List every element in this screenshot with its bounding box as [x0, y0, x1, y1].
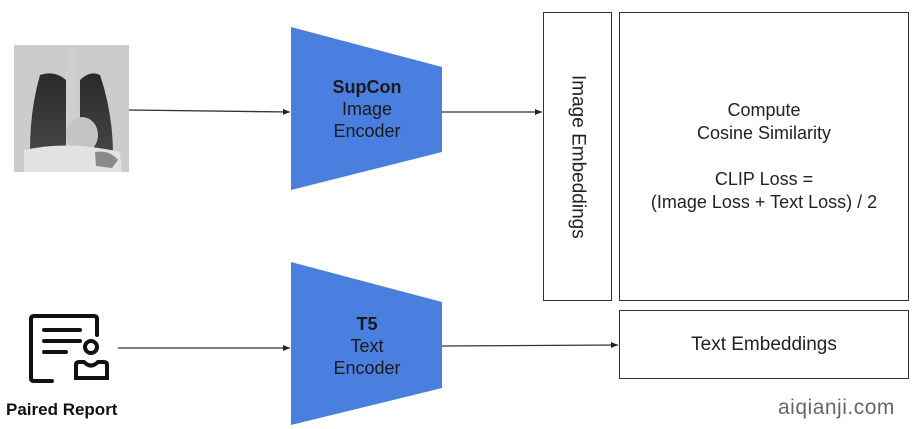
- image-encoder-shape: [291, 27, 442, 190]
- clip-loss-line2: Cosine Similarity: [696, 123, 832, 143]
- edge-text-encoder-to-text-embeddings: [441, 342, 619, 349]
- clip-loss-line3: CLIP Loss =: [714, 169, 814, 189]
- image-encoder-name: SupCon: [332, 77, 402, 97]
- text-embeddings-box: Text Embeddings: [619, 310, 909, 379]
- text-embeddings-label: Text Embeddings: [691, 333, 837, 355]
- clip-loss-line1: Compute: [727, 100, 801, 120]
- clip-loss-box: Compute Cosine Similarity CLIP Loss = (I…: [619, 12, 909, 301]
- text-encoder-line2: Encoder: [333, 358, 401, 378]
- watermark: aiqianji.com: [778, 396, 895, 419]
- text-encoder-line1: Text: [350, 336, 384, 356]
- document-person-icon: [29, 314, 109, 383]
- image-embeddings-label: Image Embeddings: [567, 74, 589, 239]
- clip-loss-line4: (Image Loss + Text Loss) / 2: [650, 192, 878, 212]
- left-lung: [30, 73, 66, 150]
- image-embeddings-box: Image Embeddings: [543, 12, 612, 301]
- text-encoder-name: T5: [356, 314, 378, 334]
- chest-xray-image: [14, 45, 129, 172]
- image-encoder-line1: Image: [341, 99, 393, 119]
- image-encoder-label: SupCon Image Encoder: [292, 76, 442, 142]
- edge-xray-to-image-encoder: [128, 108, 291, 115]
- text-encoder-label: T5 Text Encoder: [292, 313, 442, 379]
- image-encoder-line2: Encoder: [333, 121, 401, 141]
- text-encoder-shape: [291, 262, 442, 425]
- paired-report-label: Paired Report: [6, 400, 118, 419]
